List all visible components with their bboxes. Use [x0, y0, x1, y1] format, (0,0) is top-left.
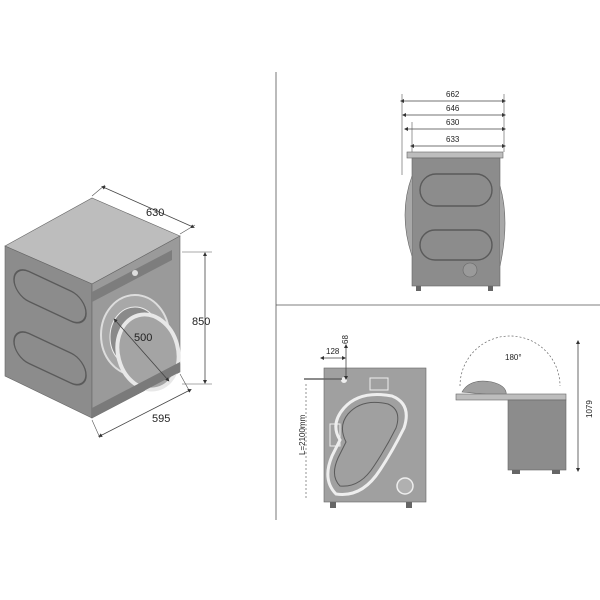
side-foot-front — [416, 286, 421, 291]
side-dim-2-label: 646 — [446, 104, 460, 113]
side-panel-upper — [419, 173, 493, 207]
rear-dim-68-label: 68 — [341, 335, 350, 344]
side-dim-3-label: 630 — [446, 118, 460, 127]
side-panel-lower — [13, 331, 87, 386]
foot — [552, 470, 560, 474]
rear-foot-right — [406, 502, 412, 508]
rear-view: 128 68 L=2100mm — [298, 335, 427, 508]
height-dim-label: 850 — [192, 316, 210, 328]
door-dim-line — [113, 318, 170, 382]
side-top-plate — [406, 151, 504, 159]
depth-dim-line — [101, 185, 195, 229]
side-foot-back — [488, 286, 493, 291]
side-panel-upper — [13, 269, 87, 324]
foot — [512, 470, 520, 474]
side-back-bulge — [499, 185, 506, 267]
depth-ext-1 — [91, 184, 106, 197]
total-height-label: 1079 — [585, 400, 594, 418]
control-knob — [132, 270, 138, 276]
rear-dim-128-label: 128 — [326, 347, 340, 356]
rear-foot-left — [330, 502, 336, 508]
side-dim-4-label: 633 — [446, 135, 460, 144]
body-side — [507, 399, 567, 471]
side-body — [411, 157, 501, 287]
control-panel — [92, 250, 172, 302]
rear-duct-inner — [334, 401, 399, 487]
side-vent — [462, 262, 478, 278]
open-door-shape — [461, 380, 507, 397]
rear-vent-grille — [369, 377, 389, 391]
door-angle-label: 180° — [505, 353, 522, 362]
rear-side-grille — [329, 423, 341, 447]
top-plate — [455, 393, 567, 401]
side-dim-1-label: 662 — [446, 90, 460, 99]
side-view: 662 646 630 633 — [400, 90, 506, 291]
side-door-bulge — [404, 175, 413, 257]
width-ext-1 — [91, 419, 101, 439]
door-open-view: 180° 1079 — [455, 335, 594, 474]
width-ext-2 — [179, 373, 191, 393]
side-panel-lower — [419, 229, 493, 261]
hose-dim-label: L=2100mm — [298, 414, 307, 455]
perspective-dryer: 500 630 850 595 — [4, 184, 212, 439]
rear-duct-outline — [326, 393, 408, 496]
width-dim-line — [98, 389, 192, 437]
width-dim-label: 595 — [152, 413, 170, 425]
depth-ext-2 — [179, 224, 196, 235]
door-dim-label: 500 — [134, 332, 152, 344]
depth-dim-label: 630 — [146, 207, 164, 219]
rear-round-vent — [396, 477, 414, 495]
